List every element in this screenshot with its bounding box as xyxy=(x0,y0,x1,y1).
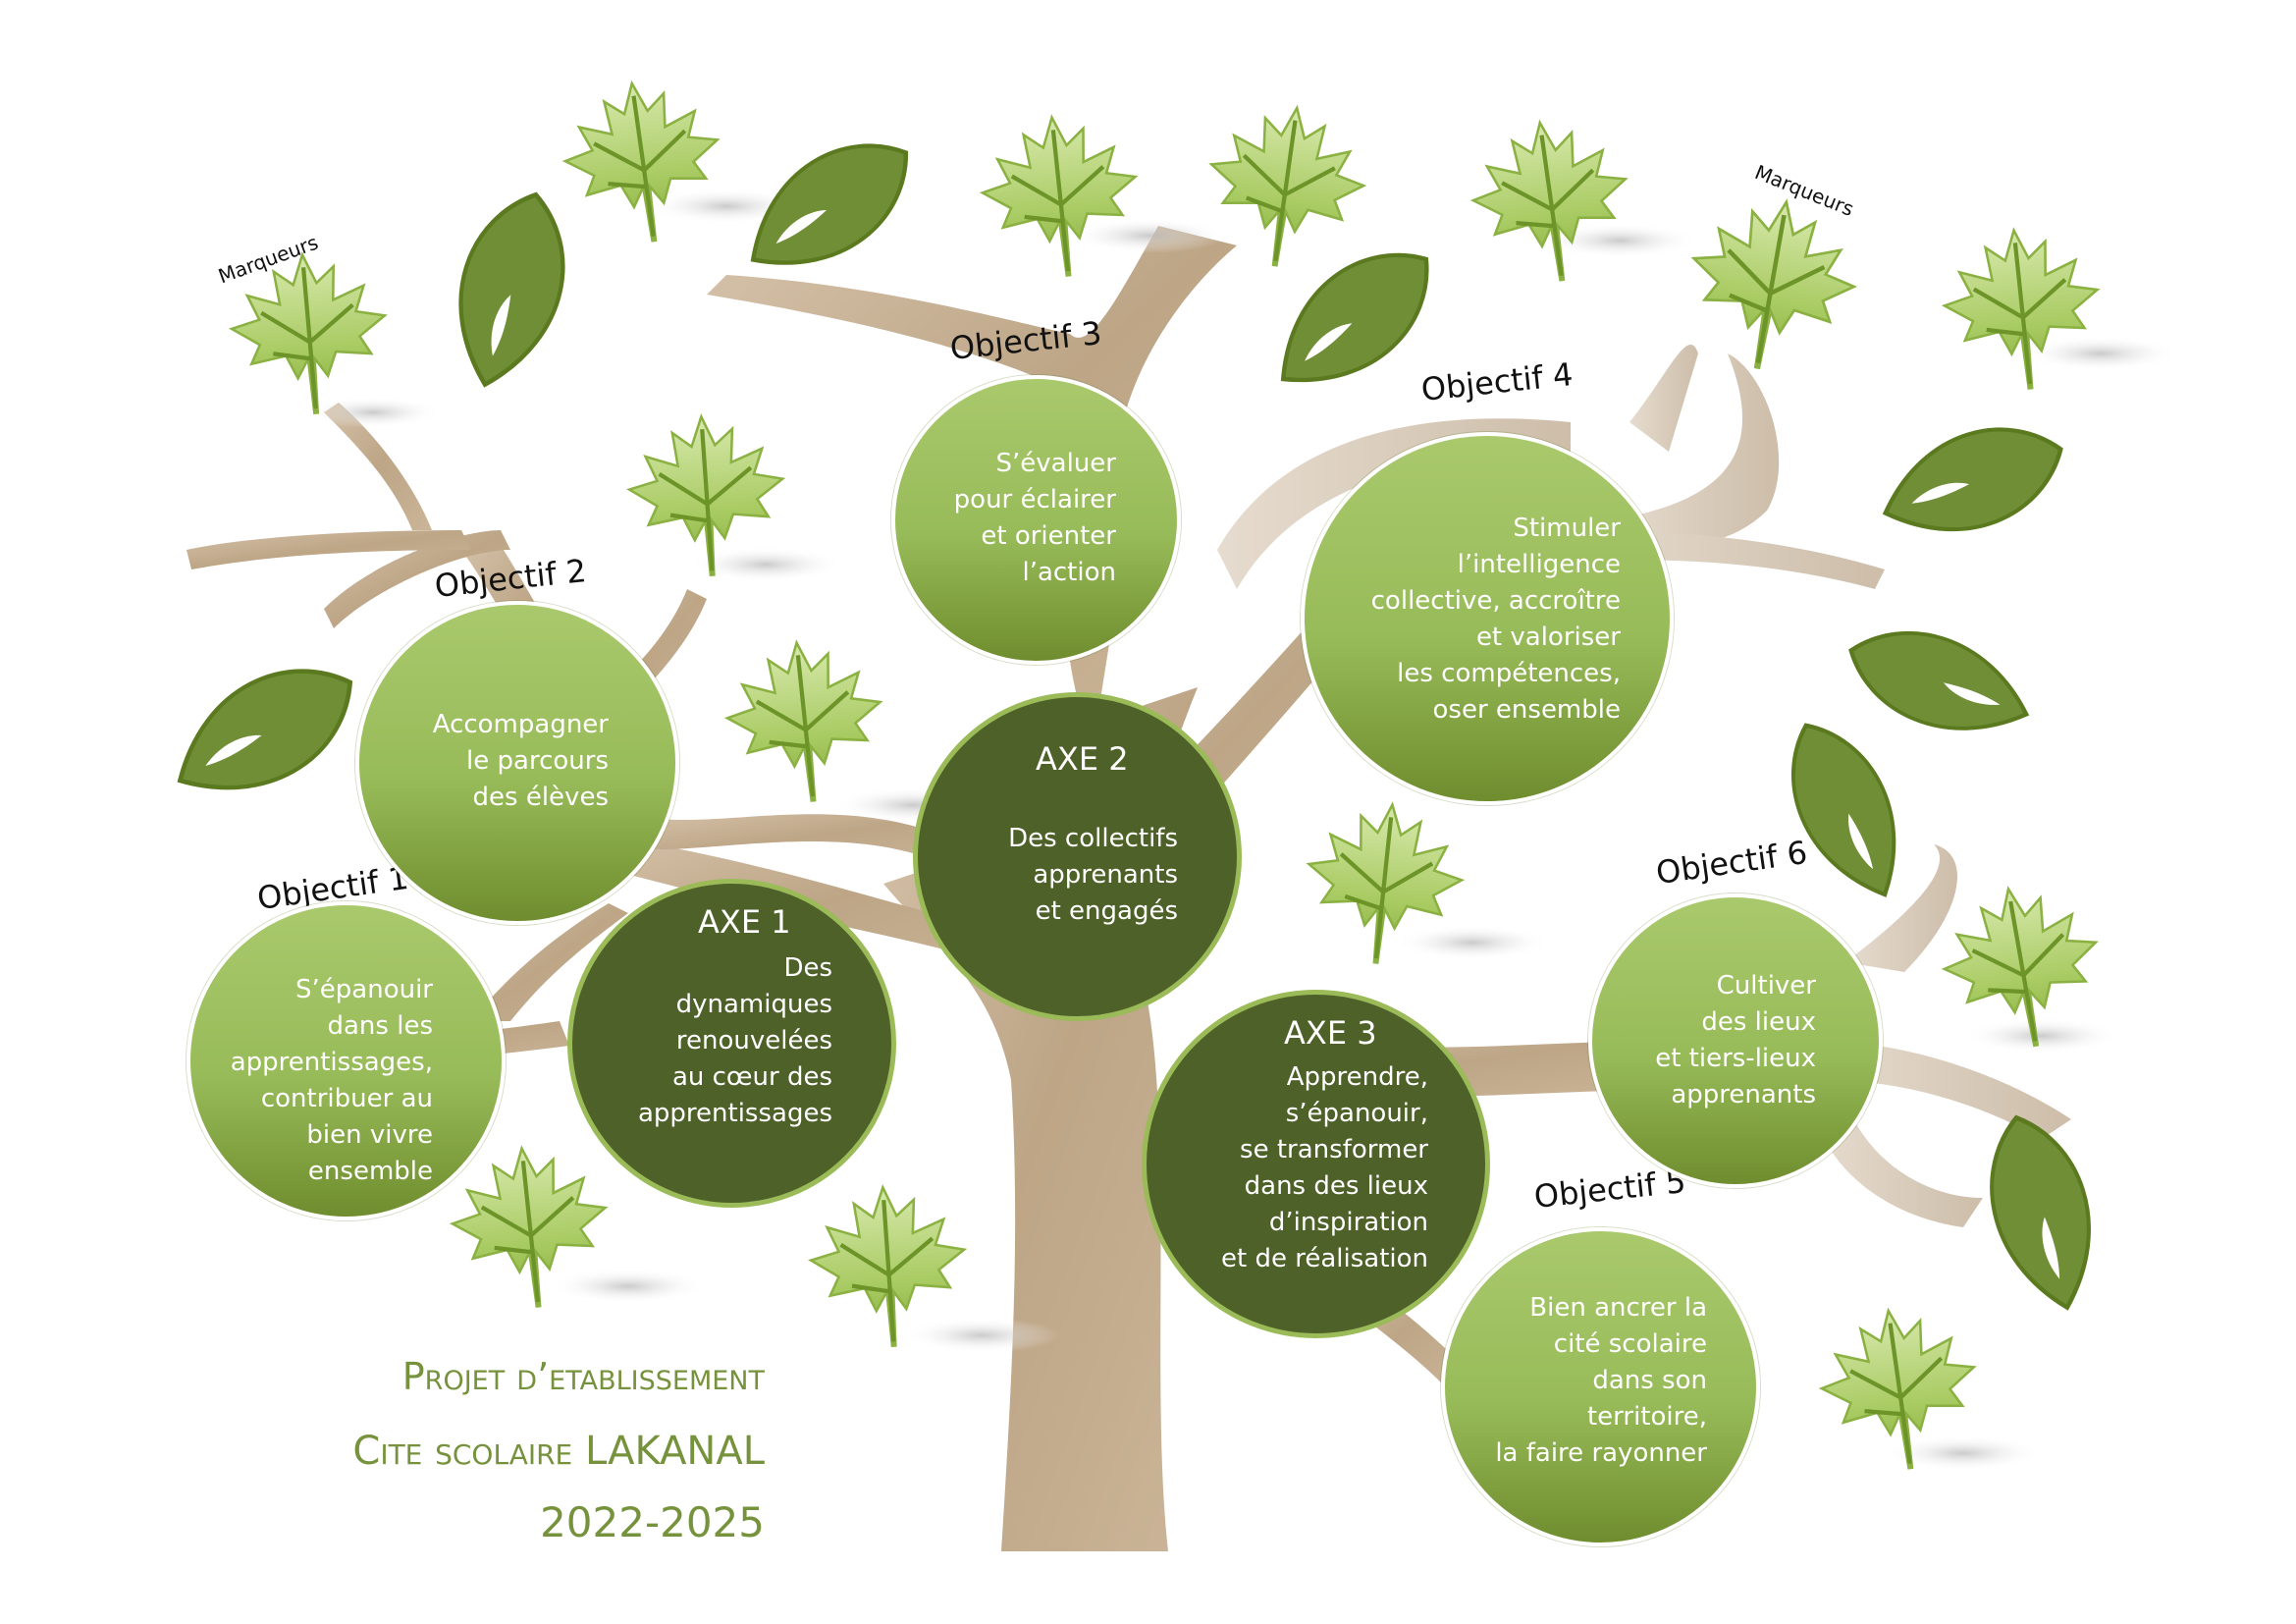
objective-3-circle: S’évaluer pour éclairer et orienter l’ac… xyxy=(891,375,1181,665)
objective-3-text: S’évaluer pour éclairer et orienter l’ac… xyxy=(954,446,1116,591)
axis-3-title: AXE 3 xyxy=(1284,1014,1377,1052)
axis-2-title: AXE 2 xyxy=(1036,740,1129,778)
objective-5-circle: Bien ancrer la cité scolaire dans son te… xyxy=(1441,1227,1760,1546)
leaf-icon xyxy=(156,640,375,823)
leaf-icon xyxy=(438,183,582,398)
title-line-1: Projet d’etablissement xyxy=(402,1355,765,1398)
maple-leaf-icon xyxy=(1464,112,1637,291)
maple-leaf-icon xyxy=(721,635,889,809)
objective-2-text: Accompagner le parcours des élèves xyxy=(433,707,609,816)
maple-leaf-icon xyxy=(556,73,729,251)
title-line-3: 2022-2025 xyxy=(540,1498,765,1546)
leaf-icon xyxy=(1870,406,2076,557)
title-line-2: Cite scolaire LAKANAL xyxy=(352,1429,765,1474)
objective-6-text: Cultiver des lieux et tiers-lieux appren… xyxy=(1655,968,1816,1113)
axis-1-text: Des dynamiques renouvelées au cœur des a… xyxy=(638,950,832,1132)
objective-4-text: Stimuler l’intelligence collective, accr… xyxy=(1371,511,1621,729)
leaf-icon xyxy=(1767,707,1924,912)
school-name: LAKANAL xyxy=(585,1429,765,1474)
axis-2-circle: AXE 2 Des collectifs apprenants et engag… xyxy=(913,692,1242,1021)
objective-2-circle: Accompagner le parcours des élèves xyxy=(355,601,679,925)
objective-5-text: Bien ancrer la cité scolaire dans son te… xyxy=(1495,1290,1707,1472)
objective-4-circle: Stimuler l’intelligence collective, accr… xyxy=(1301,432,1674,805)
maple-leaf-icon xyxy=(976,110,1145,284)
leaf-icon xyxy=(1972,1106,2111,1319)
objective-1-text: S’épanouir dans les apprentissages, cont… xyxy=(231,972,433,1190)
objective-6-circle: Cultiver des lieux et tiers-lieux appren… xyxy=(1588,893,1883,1188)
title-line-2-prefix: Cite scolaire xyxy=(352,1429,585,1474)
axis-2-text: Des collectifs apprenants et engagés xyxy=(1008,821,1178,930)
axis-3-circle: AXE 3 Apprendre, s’épanouir, se transfor… xyxy=(1142,990,1490,1338)
leaf-icon xyxy=(1837,610,2041,754)
axis-3-text: Apprendre, s’épanouir, se transformer da… xyxy=(1221,1059,1428,1277)
axis-1-circle: AXE 1 Des dynamiques renouvelées au cœur… xyxy=(567,879,896,1208)
axis-1-title: AXE 1 xyxy=(698,903,791,941)
objective-1-circle: S’épanouir dans les apprentissages, cont… xyxy=(187,901,506,1220)
